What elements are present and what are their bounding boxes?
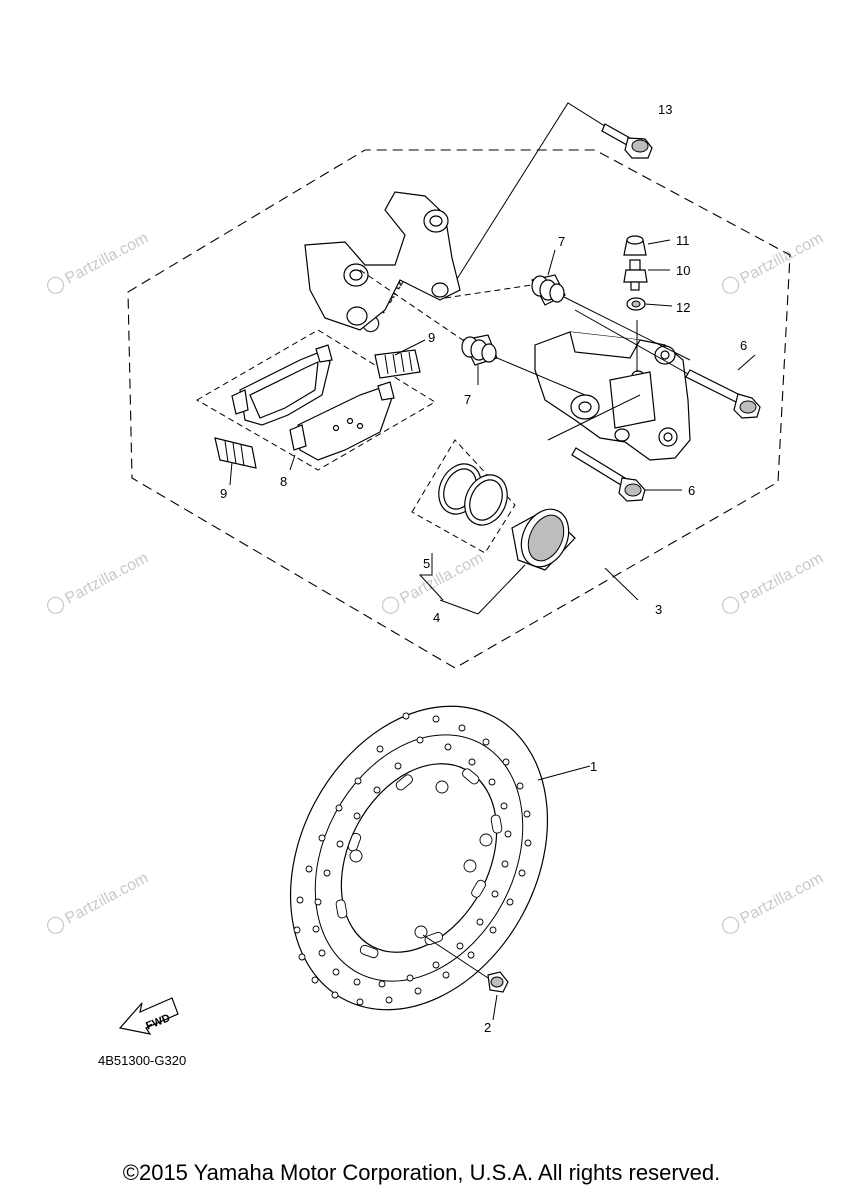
callout-9-upper: 9 [428,330,435,345]
brake-pad-upper-icon [231,344,333,426]
watermark-text: Partzilla.com [62,550,151,608]
brake-pad-lower-icon [289,381,395,461]
bolt-6-lower-icon [571,447,646,502]
boot-7-lower-icon [461,334,498,366]
callout-2: 2 [484,1020,491,1035]
brake-disc-icon [289,705,549,1011]
pad-kit-outline [196,329,436,471]
callout-10: 10 [676,263,690,278]
callout-1: 1 [590,759,597,774]
pad-spring-lower-icon [214,437,257,469]
bolt-6-upper-icon [685,369,761,419]
watermark-text: Partzilla.com [737,230,826,288]
piston-icon [511,508,576,571]
callout-4: 4 [433,610,440,625]
assembly-outline [127,149,791,669]
pad-spring-upper-icon [374,349,421,379]
boot-7-upper-icon [531,274,566,306]
callout-8: 8 [280,474,287,489]
caliper-bracket [304,191,461,331]
bleed-cap-11-icon [623,235,647,256]
callout-5: 5 [423,556,430,571]
bleed-screw-10-icon [623,259,648,291]
callout-9-lower: 9 [220,486,227,501]
callout-6-lower: 6 [688,483,695,498]
callout-6-upper: 6 [740,338,747,353]
seal-kit-outline [411,439,516,554]
callout-7-upper: 7 [558,234,565,249]
callout-11: 11 [676,233,690,248]
watermark-text: Partzilla.com [737,870,826,928]
diagram-code: 4B51300-G320 [98,1053,186,1068]
watermark-text: Partzilla.com [737,550,826,608]
callout-7-lower: 7 [464,392,471,407]
piston-seal-icon [438,463,508,526]
disc-bolt-2-icon [422,934,509,1021]
bolt-13-icon [601,123,653,159]
watermark-text: Partzilla.com [62,230,151,288]
callout-13: 13 [658,102,672,117]
watermark-text: Partzilla.com [62,870,151,928]
fwd-arrow-icon: FWD [118,997,179,1035]
washer-12-icon [626,297,646,311]
callout-labels: 13 11 10 12 7 7 6 6 9 9 8 5 4 3 1 2 [220,102,747,1035]
callout-12: 12 [676,300,690,315]
copyright-notice: ©2015 Yamaha Motor Corporation, U.S.A. A… [122,1160,721,1185]
callout-3: 3 [655,602,662,617]
caliper-icon [534,331,691,461]
